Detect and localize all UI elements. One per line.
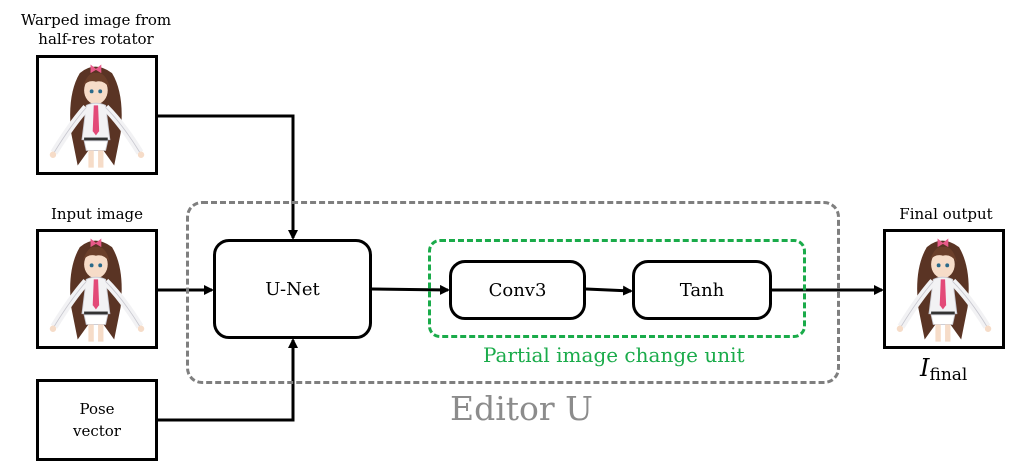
final-output-label: Final output xyxy=(899,205,993,223)
tanh-label: Tanh xyxy=(679,279,725,301)
symbol-main: I xyxy=(920,354,930,382)
arrow-pose-to-unet xyxy=(158,338,298,422)
final-output-symbol: Ifinal xyxy=(920,354,967,385)
partial-change-label: Partial image change unit xyxy=(483,343,745,367)
arrow-conv3-to-tanh xyxy=(585,285,633,296)
pose-vector-label: Pose vector xyxy=(73,400,121,440)
editor-frame xyxy=(186,201,840,384)
pose-vector-box: Pose vector xyxy=(36,379,158,461)
warped-image-label: Warped image from half-res rotator xyxy=(20,11,172,48)
unet-block: U-Net xyxy=(213,239,372,339)
input-image-label: Input image xyxy=(50,205,144,223)
symbol-subscript: final xyxy=(929,365,968,385)
arrow-warped-to-unet xyxy=(158,114,298,240)
final-output-image xyxy=(883,229,1005,349)
conv3-label: Conv3 xyxy=(488,279,547,301)
tanh-block: Tanh xyxy=(632,260,772,320)
partial-change-frame xyxy=(428,239,806,338)
unet-label: U-Net xyxy=(265,278,320,300)
conv3-block: Conv3 xyxy=(449,260,586,320)
input-image xyxy=(36,229,158,349)
editor-label: Editor U xyxy=(450,389,593,428)
warped-image xyxy=(36,55,158,175)
arrow-unet-to-conv3 xyxy=(371,284,450,295)
